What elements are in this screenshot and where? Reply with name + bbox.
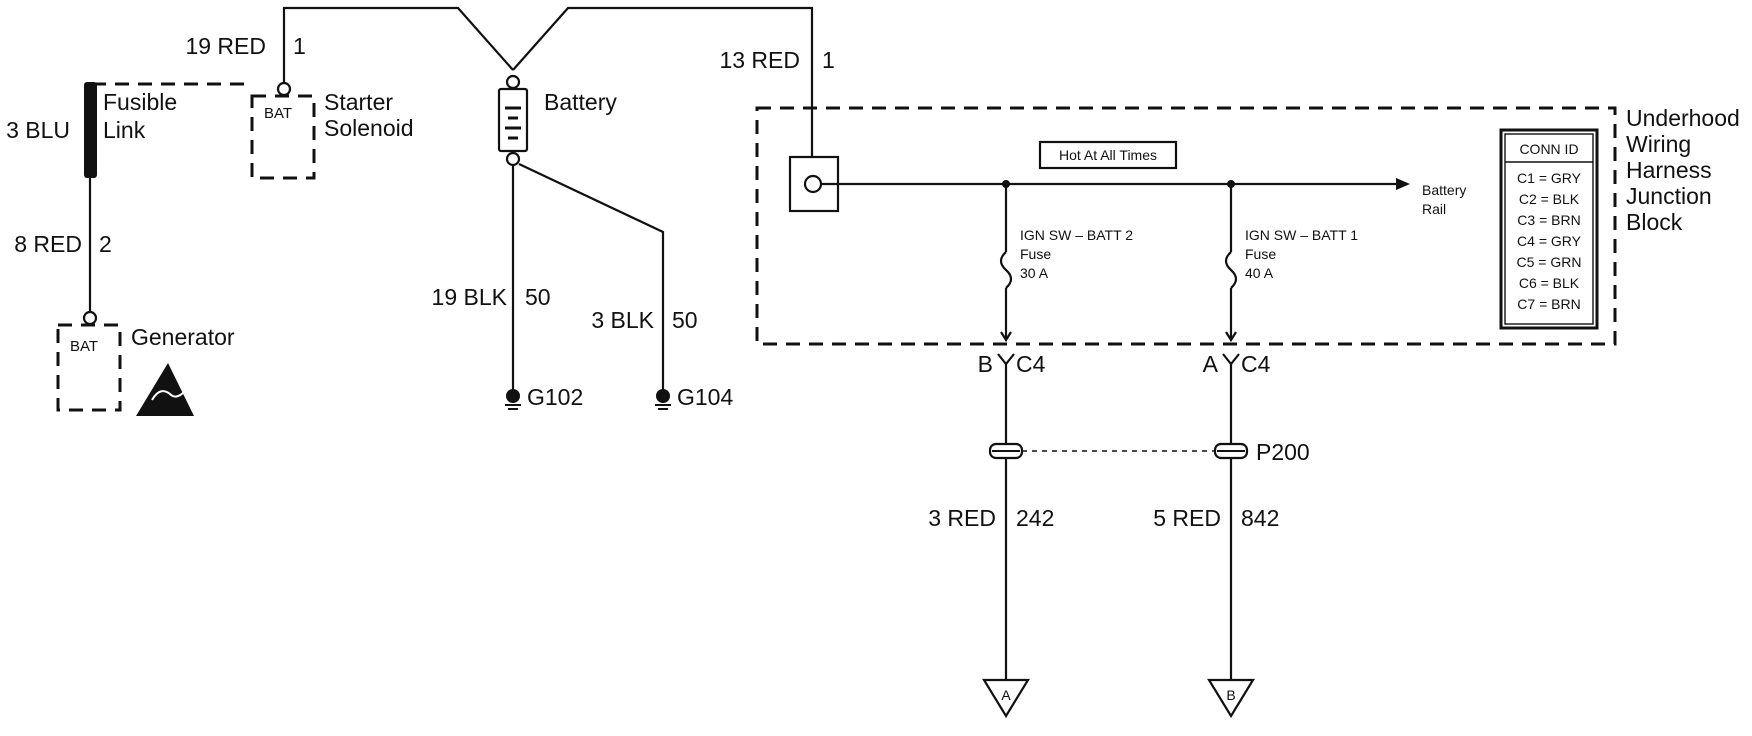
conn-id-header: CONN ID bbox=[1519, 141, 1578, 157]
fusible-link-label-line1: Fusible bbox=[103, 89, 177, 115]
starter-solenoid: BAT Starter Solenoid bbox=[250, 81, 414, 180]
battery-icon bbox=[497, 87, 529, 153]
off-page-a-icon bbox=[982, 678, 1030, 719]
junction-block: Underhood Wiring Harness Junction Block … bbox=[755, 105, 1740, 346]
connector-c4-right-icon bbox=[1222, 353, 1240, 366]
ground-g102-label: G102 bbox=[527, 384, 583, 410]
fuse1-output-wire-gauge: 5 RED bbox=[1153, 505, 1221, 531]
starter-wire-gauge: 19 RED bbox=[185, 33, 266, 59]
ground-g104-wire-circuit: 50 bbox=[672, 307, 698, 333]
battery: Battery bbox=[497, 74, 617, 167]
ground-g102-icon bbox=[506, 389, 520, 403]
junction-block-title-line4: Junction bbox=[1626, 183, 1712, 209]
lower-branch-wires bbox=[1004, 364, 1233, 680]
starter-wire-label: 19 RED 1 bbox=[185, 33, 305, 59]
ground-wires: 19 BLK 50 3 BLK 50 bbox=[432, 163, 698, 393]
connector-c4-left-icon bbox=[997, 353, 1015, 366]
fuse2-type: Fuse bbox=[1020, 246, 1051, 262]
off-page-b-icon bbox=[1207, 678, 1255, 719]
junction-wire-gauge: 13 RED bbox=[719, 47, 800, 73]
ground-g102-wire-gauge: 19 BLK bbox=[432, 284, 508, 310]
battery-rail-label-line1: Battery bbox=[1422, 182, 1466, 198]
junction-wire-label: 13 RED 1 bbox=[719, 47, 834, 73]
junction-input-terminal-icon bbox=[803, 174, 823, 194]
starter-solenoid-label-line1: Starter bbox=[324, 89, 393, 115]
output-wire-labels: 3 RED 242 5 RED 842 bbox=[928, 505, 1279, 531]
hot-at-all-times-box bbox=[1038, 140, 1178, 170]
connector-c4-left-pin: B bbox=[978, 351, 993, 377]
off-page-b-label: B bbox=[1226, 687, 1235, 703]
generator-terminal-icon bbox=[82, 310, 98, 326]
connector-c4-right-pin: A bbox=[1203, 351, 1219, 377]
off-page-connector-b: B bbox=[1207, 678, 1255, 719]
generator-label: Generator bbox=[131, 324, 235, 350]
fuse-icon-batt2 bbox=[999, 251, 1013, 289]
junction-block-title-line1: Underhood bbox=[1626, 105, 1740, 131]
ground-g102: G102 bbox=[505, 384, 583, 410]
fuse2-rating: 30 A bbox=[1020, 265, 1049, 281]
fuse1-output-wire-circuit: 842 bbox=[1241, 505, 1279, 531]
conn-id-row: C6 = BLK bbox=[1519, 275, 1580, 291]
fusible-link: 3 BLU Fusible Link bbox=[6, 82, 252, 178]
junction-block-title-line3: Harness bbox=[1626, 157, 1712, 183]
fuse1-name: IGN SW – BATT 1 bbox=[1245, 227, 1358, 243]
conn-id-row: C5 = GRN bbox=[1517, 254, 1582, 270]
junction-block-outline bbox=[755, 106, 1617, 346]
connector-c4-right: A C4 bbox=[1203, 351, 1271, 377]
fuse1-type: Fuse bbox=[1245, 246, 1276, 262]
starter-wire-circuit: 1 bbox=[293, 33, 306, 59]
fusible-link-wire-gauge: 3 BLU bbox=[6, 117, 70, 143]
fuse1-rating: 40 A bbox=[1245, 265, 1274, 281]
starter-terminal-icon bbox=[276, 81, 292, 97]
battery-rail-label-line2: Rail bbox=[1422, 201, 1446, 217]
battery-negative-terminal-icon bbox=[505, 151, 521, 167]
fuse2-output-wire-circuit: 242 bbox=[1016, 505, 1054, 531]
connector-c4-left: B C4 bbox=[978, 351, 1046, 377]
fusible-link-label-line2: Link bbox=[103, 117, 146, 143]
pass-through-p200: P200 bbox=[988, 439, 1310, 465]
fuse2-output-wire-gauge: 3 RED bbox=[928, 505, 996, 531]
starter-solenoid-outline bbox=[250, 94, 316, 180]
conn-id-row: C3 = BRN bbox=[1517, 212, 1580, 228]
generator-terminal-label: BAT bbox=[70, 338, 98, 355]
connector-c4-right-id: C4 bbox=[1241, 351, 1271, 377]
generator-wire: 8 RED 2 bbox=[14, 178, 112, 313]
ground-g104-icon bbox=[656, 389, 670, 403]
connector-c4-left-id: C4 bbox=[1016, 351, 1046, 377]
ground-g102-wire-circuit: 50 bbox=[525, 284, 551, 310]
generator-wire-circuit: 2 bbox=[99, 231, 112, 257]
battery-label: Battery bbox=[544, 89, 617, 115]
fusible-link-icon bbox=[84, 82, 97, 178]
ground-g104-label: G104 bbox=[677, 384, 733, 410]
fuse2-name: IGN SW – BATT 2 bbox=[1020, 227, 1133, 243]
off-page-connector-a: A bbox=[982, 678, 1030, 719]
p200-label: P200 bbox=[1256, 439, 1310, 465]
battery-feed-wires bbox=[282, 6, 814, 185]
conn-id-row: C1 = GRY bbox=[1517, 170, 1582, 186]
conn-id-row: C2 = BLK bbox=[1519, 191, 1580, 207]
conn-id-row: C4 = GRY bbox=[1517, 233, 1582, 249]
battery-rail-arrow-icon bbox=[1396, 178, 1410, 190]
generator: BAT Generator bbox=[56, 310, 235, 416]
hot-at-all-times-label: Hot At All Times bbox=[1059, 147, 1157, 163]
battery-positive-terminal-icon bbox=[505, 74, 521, 90]
fuse-icon-batt1 bbox=[1224, 251, 1238, 289]
esd-warning-icon bbox=[136, 363, 194, 416]
starter-terminal-label: BAT bbox=[264, 105, 292, 122]
ground-g104: G104 bbox=[655, 384, 733, 410]
ground-g104-wire-gauge: 3 BLK bbox=[591, 307, 654, 333]
junction-block-title-line5: Block bbox=[1626, 209, 1683, 235]
junction-block-title-line2: Wiring bbox=[1626, 131, 1691, 157]
junction-wire-circuit: 1 bbox=[822, 47, 835, 73]
generator-outline bbox=[56, 323, 122, 412]
off-page-a-label: A bbox=[1001, 687, 1011, 703]
conn-id-row: C7 = BRN bbox=[1517, 296, 1580, 312]
generator-wire-gauge: 8 RED bbox=[14, 231, 82, 257]
conn-id-table: CONN ID C1 = GRY C2 = BLK C3 = BRN C4 = … bbox=[1499, 128, 1599, 330]
starter-solenoid-label-line2: Solenoid bbox=[324, 115, 414, 141]
